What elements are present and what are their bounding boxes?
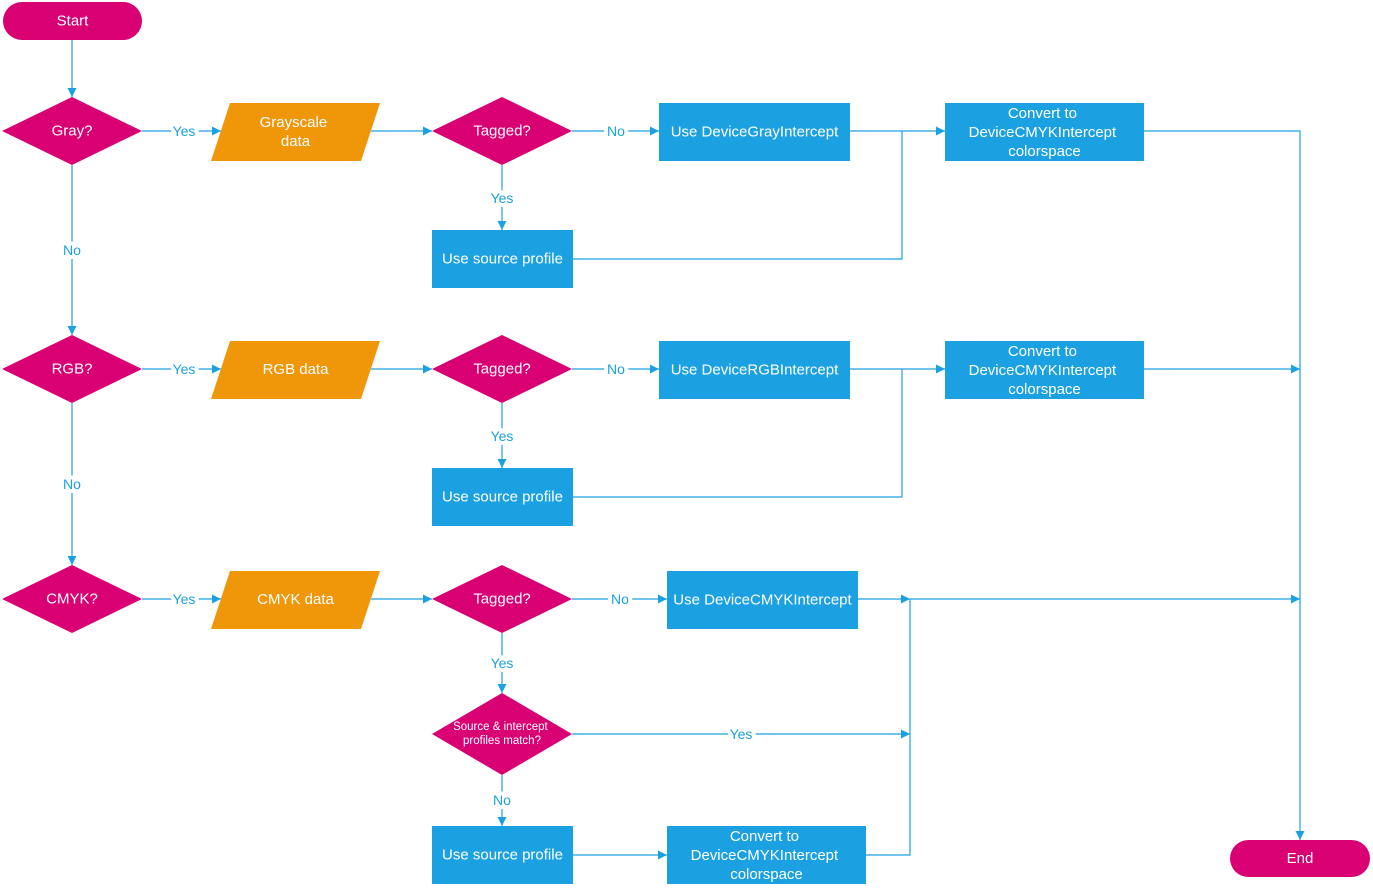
cmyk-tagged-decision	[432, 565, 572, 633]
rgb-source-profile-box	[432, 468, 573, 526]
gray-intercept-label: Use DeviceGrayIntercept	[671, 124, 839, 141]
gray-convert-line-2: DeviceCMYKIntercept	[969, 124, 1117, 141]
grayscale-data-line-2: data	[281, 133, 311, 150]
cmyk-convert-line-1: Convert to	[730, 828, 799, 845]
cmyk-convert-line-3: colorspace	[730, 866, 803, 883]
cmyk-source-profile-box	[432, 826, 573, 884]
profiles-match-decision	[432, 693, 572, 775]
gray-source-profile-box	[432, 230, 573, 288]
edge-label-cmyk-tagged-yes: Yes	[491, 655, 514, 671]
edge-label-rgb-no: No	[63, 476, 81, 492]
rgb-intercept-box	[659, 341, 850, 399]
edge-label-profiles-match-yes: Yes	[730, 726, 753, 742]
cmyk-convert-box	[667, 826, 866, 884]
edge-label-gray-tagged-no: No	[607, 123, 625, 139]
rgb-convert-line-1: Convert to	[1008, 343, 1077, 360]
end-terminator	[1230, 840, 1370, 877]
gray-intercept-box	[659, 103, 850, 161]
grayscale-data-shape	[211, 103, 380, 161]
connector-gray-source-to-merge	[573, 131, 903, 260]
edge-label-gray-no: No	[63, 242, 81, 258]
gray-decision	[2, 97, 142, 165]
rgb-source-profile-label: Use source profile	[442, 489, 563, 506]
connector-gray-convert-to-end	[1144, 130, 1305, 840]
profiles-match-line-2: profiles match?	[463, 735, 541, 747]
cmyk-data-line-1: CMYK data	[257, 591, 334, 608]
gray-convert-label: Convert to DeviceCMYKIntercept colorspac…	[969, 105, 1121, 160]
connectors	[67, 40, 1305, 860]
cmyk-row: CMYK? CMYK data Tagged? Use DeviceCMYKIn…	[2, 565, 866, 884]
cmyk-data-shape	[211, 571, 380, 629]
connector-cmyk-convert-to-merge	[866, 599, 911, 856]
gray-convert-line-1: Convert to	[1008, 105, 1077, 122]
profiles-match-line-1: Source & intercept	[453, 721, 548, 733]
cmyk-intercept-label: Use DeviceCMYKIntercept	[673, 592, 852, 609]
edge-label-cmyk-tagged-no: No	[611, 591, 629, 607]
edge-labels: Yes No No Yes Yes No No Yes Yes No Yes Y…	[59, 119, 756, 812]
rgb-tagged-decision	[432, 335, 572, 403]
cmyk-source-profile-label: Use source profile	[442, 847, 563, 864]
gray-source-profile-label: Use source profile	[442, 251, 563, 268]
grayscale-data-label: Grayscale data	[260, 114, 332, 150]
rgb-convert-line-3: colorspace	[1008, 381, 1081, 398]
grayscale-data-line-1: Grayscale	[260, 114, 328, 131]
gray-convert-line-3: colorspace	[1008, 143, 1081, 160]
start-node: Start	[3, 2, 142, 40]
start-terminator	[3, 2, 142, 40]
rgb-data-label: RGB data	[263, 361, 330, 378]
gray-convert-box	[945, 103, 1144, 161]
edge-label-cmyk-yes: Yes	[173, 591, 196, 607]
cmyk-convert-label: Convert to DeviceCMYKIntercept colorspac…	[691, 828, 843, 883]
rgb-tagged-label: Tagged?	[473, 361, 531, 378]
cmyk-tagged-label: Tagged?	[473, 591, 531, 608]
edge-label-rgb-tagged-yes: Yes	[491, 428, 514, 444]
rgb-decision	[2, 335, 142, 403]
rgb-decision-label: RGB?	[52, 361, 93, 378]
rgb-row: RGB? RGB data Tagged? Use DeviceRGBInter…	[2, 335, 1144, 526]
gray-tagged-label: Tagged?	[473, 123, 531, 140]
cmyk-decision	[2, 565, 142, 633]
rgb-data-shape	[211, 341, 380, 399]
edge-label-gray-tagged-yes: Yes	[491, 190, 514, 206]
rgb-data-line-1: RGB data	[263, 361, 330, 378]
edge-label-rgb-tagged-no: No	[607, 361, 625, 377]
rgb-convert-line-2: DeviceCMYKIntercept	[969, 362, 1117, 379]
edge-label-gray-yes: Yes	[173, 123, 196, 139]
gray-tagged-decision	[432, 97, 572, 165]
cmyk-intercept-box	[667, 571, 858, 629]
cmyk-decision-label: CMYK?	[46, 591, 98, 608]
gray-row: Gray? Grayscale data Tagged? Use DeviceG…	[2, 97, 1144, 288]
start-label: Start	[57, 13, 90, 30]
gray-decision-label: Gray?	[52, 123, 93, 140]
rgb-intercept-label: Use DeviceRGBIntercept	[671, 362, 839, 379]
cmyk-convert-line-2: DeviceCMYKIntercept	[691, 847, 839, 864]
edge-label-profiles-match-no: No	[493, 792, 511, 808]
edge-label-rgb-yes: Yes	[173, 361, 196, 377]
rgb-convert-box	[945, 341, 1144, 399]
rgb-convert-label: Convert to DeviceCMYKIntercept colorspac…	[969, 343, 1121, 398]
end-node: End	[1230, 840, 1370, 877]
profiles-match-label: Source & intercept profiles match?	[453, 721, 551, 747]
connector-rgb-source-to-merge	[573, 369, 903, 498]
end-label: End	[1287, 850, 1314, 867]
cmyk-data-label: CMYK data	[257, 591, 334, 608]
